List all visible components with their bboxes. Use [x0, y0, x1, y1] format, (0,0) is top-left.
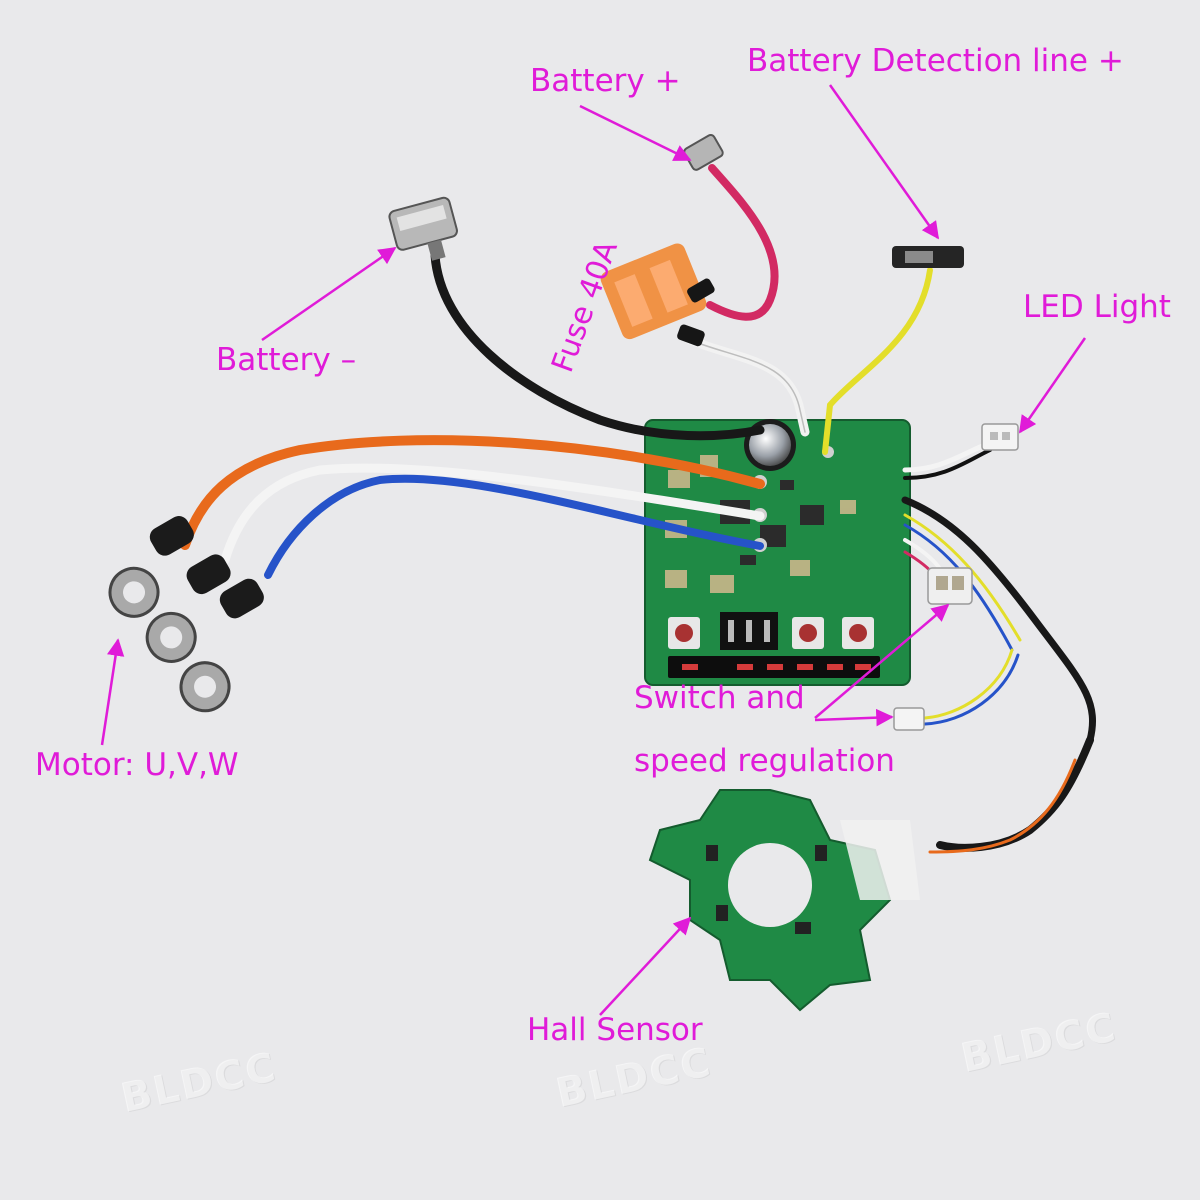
label-hall-sensor: Hall Sensor [527, 1012, 703, 1048]
battery-minus-terminal [388, 196, 458, 261]
fuse-40a [600, 243, 707, 340]
wires [180, 164, 1097, 854]
motor-lugs [108, 516, 264, 713]
arrow-battery-minus [261, 246, 397, 342]
battery-plus-terminal [683, 133, 724, 171]
black-battery-minus-wire [430, 250, 765, 441]
yellow-detection-wire [822, 267, 933, 455]
arrow-switch-upper [814, 603, 950, 719]
arrow-battery-plus [579, 104, 692, 162]
orange-motor-wire-u [180, 435, 765, 550]
blue-motor-wire-w [264, 474, 764, 579]
red-battery-plus-wire [706, 164, 779, 321]
label-switch-line1: Switch and [634, 680, 805, 716]
label-battery-minus: Battery – [216, 342, 357, 378]
label-led-light: LED Light [1023, 289, 1171, 325]
label-battery-plus: Battery + [530, 63, 681, 99]
capacitor [744, 419, 796, 471]
white-fuse-wire [685, 335, 810, 437]
label-battery-detection: Battery Detection line + [747, 43, 1124, 79]
controller-board [644, 419, 911, 686]
arrow-motor [100, 638, 125, 746]
arrow-battery-detection [828, 84, 940, 240]
switch-connector-lower [893, 707, 925, 731]
board-buttons [668, 612, 874, 650]
switch-connector-upper [927, 567, 973, 605]
arrow-switch-lower [814, 708, 894, 727]
label-switch-line2: speed regulation [634, 743, 895, 779]
led-strip [668, 656, 880, 678]
led-connector [981, 423, 1019, 451]
label-motor: Motor: U,V,W [35, 747, 239, 783]
hall-sensor-board [648, 789, 920, 1012]
pointer-arrows [100, 84, 1087, 1016]
arrow-hall-sensor [599, 916, 692, 1016]
arrow-led-light [1018, 337, 1087, 434]
white-motor-wire-v [220, 463, 765, 565]
detection-terminal [892, 246, 964, 268]
